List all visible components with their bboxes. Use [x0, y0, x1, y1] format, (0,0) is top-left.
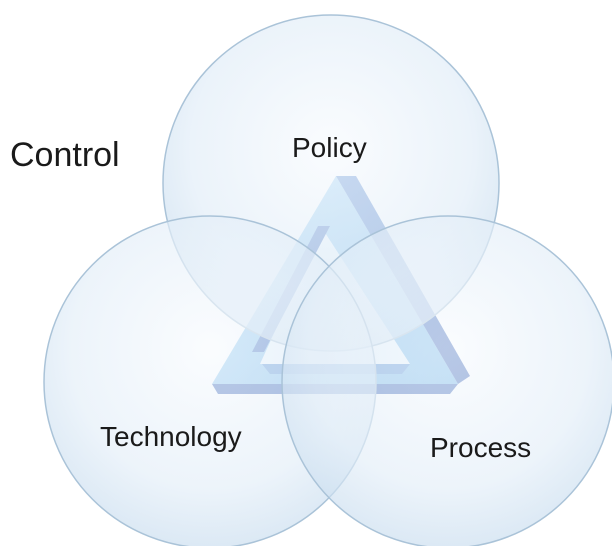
- technology-label: Technology: [100, 421, 242, 452]
- circle-process: [281, 215, 612, 549]
- control-label: Control: [10, 136, 120, 174]
- process-label: Process: [430, 432, 531, 463]
- policy-label: Policy: [292, 132, 367, 163]
